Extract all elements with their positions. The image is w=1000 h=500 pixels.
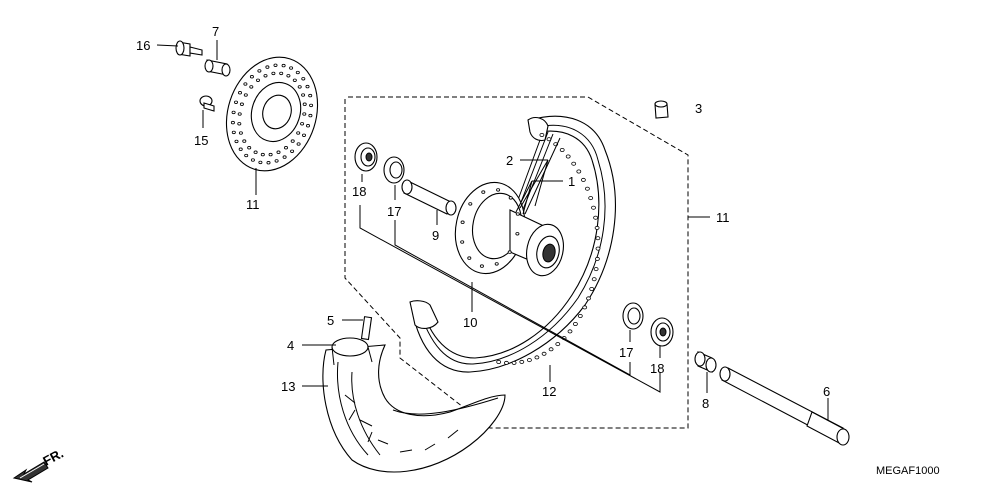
callout-1: 1: [568, 174, 575, 189]
callout-6: 6: [823, 384, 830, 399]
dust-seal-left: [383, 156, 405, 184]
tire: [322, 344, 506, 473]
diagram-code: MEGAF1000: [876, 465, 940, 477]
small-bolt: [199, 95, 215, 112]
callout-17-left: 17: [387, 204, 401, 219]
callout-11-disc: 11: [246, 197, 260, 212]
callout-5: 5: [327, 313, 334, 328]
wheel-rim: [409, 115, 616, 373]
callout-9: 9: [432, 228, 439, 243]
disc-collar: [204, 59, 231, 77]
tube: [331, 337, 373, 366]
callout-13: 13: [281, 379, 295, 394]
callout-16: 16: [136, 38, 150, 53]
disc-bolt: [175, 40, 203, 57]
bearing-right: [650, 317, 674, 347]
callout-18-right: 18: [650, 361, 664, 376]
wheel-assembly-group-outline: [344, 96, 689, 429]
front-direction-arrow-icon: [12, 461, 49, 483]
callout-4: 4: [287, 338, 294, 353]
callout-8: 8: [702, 396, 709, 411]
callout-7: 7: [212, 24, 219, 39]
callout-17-right: 17: [619, 345, 633, 360]
callout-11-assembly: 11: [716, 210, 730, 225]
bearing-left: [354, 142, 378, 172]
wheel-hub: [454, 181, 564, 277]
valve-cap: [654, 100, 669, 119]
brake-disc: [225, 56, 319, 172]
callout-12: 12: [542, 384, 556, 399]
distance-collar: [401, 179, 457, 216]
callout-18-left: 18: [352, 184, 366, 199]
front-axle: [719, 366, 850, 446]
callout-10: 10: [463, 315, 477, 330]
callout-2: 2: [506, 153, 513, 168]
valve-stem: [360, 316, 373, 341]
dust-seal-right: [622, 302, 644, 330]
side-collar: [694, 351, 717, 373]
callout-3: 3: [695, 101, 702, 116]
callout-15: 15: [194, 133, 208, 148]
leader-lines: [156, 40, 829, 420]
